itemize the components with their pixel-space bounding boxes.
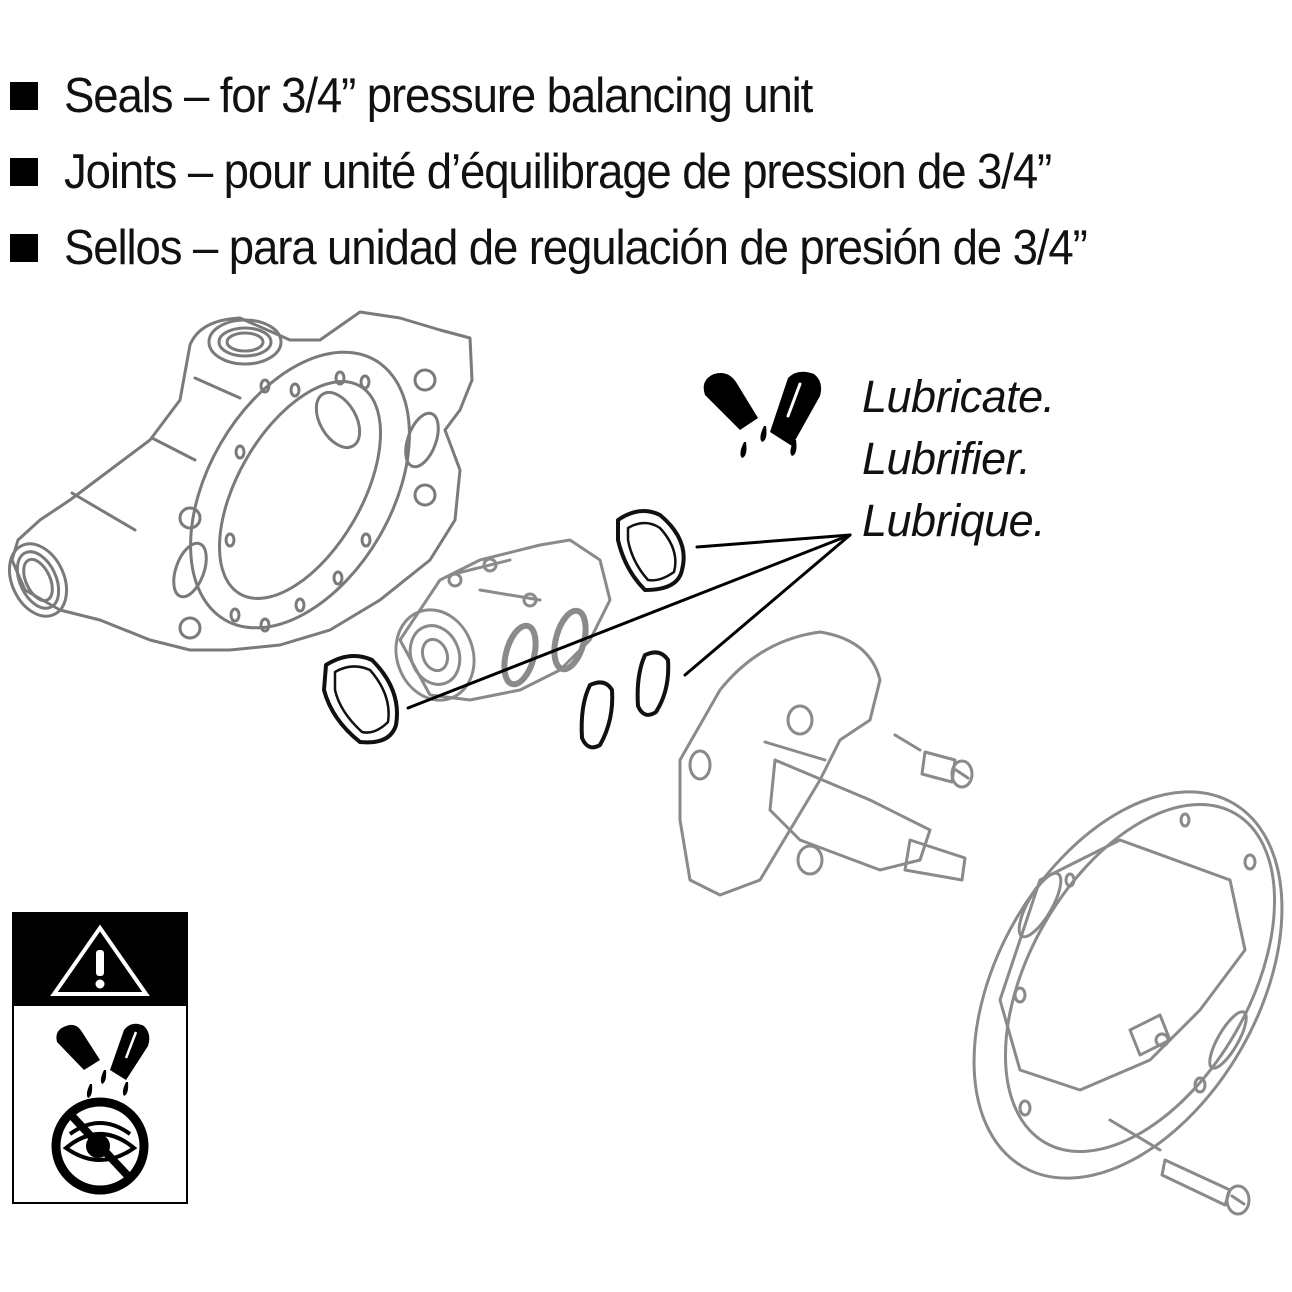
lubricant-capsule-icon xyxy=(703,371,822,458)
lubricate-label-fr: Lubrifier. xyxy=(862,433,1031,484)
instruction-text: Joints – pour unité d’équilibrage de pre… xyxy=(64,145,1052,199)
instruction-text: Seals – for 3/4” pressure balancing unit xyxy=(64,69,813,123)
instruction-item-fr: Joints – pour unité d’équilibrage de pre… xyxy=(10,134,1164,210)
retaining-screw xyxy=(893,733,974,789)
stop-ring-assembly xyxy=(678,630,967,897)
lubricant-capsule-icon xyxy=(56,1023,150,1098)
instruction-list: Seals – for 3/4” pressure balancing unit… xyxy=(10,58,1164,286)
bullet-square-icon xyxy=(10,234,38,262)
long-mounting-screw xyxy=(1108,1118,1251,1216)
warning-header xyxy=(14,914,186,1006)
pressure-balancing-cartridge xyxy=(394,538,612,702)
lubricate-label-en: Lubricate. xyxy=(862,371,1055,422)
valve-body xyxy=(7,310,474,652)
small-seal-right xyxy=(635,650,671,717)
bullet-square-icon xyxy=(10,158,38,186)
instruction-item-es: Sellos – para unidad de regulación de pr… xyxy=(10,210,1164,286)
large-seal-upper xyxy=(616,509,686,592)
no-eye-contact-icon xyxy=(51,1097,149,1195)
lubricate-label-es: Lubrique. xyxy=(862,495,1046,546)
instruction-item-en: Seals – for 3/4” pressure balancing unit xyxy=(10,58,1164,134)
leader-lines xyxy=(406,533,852,710)
escutcheon-plate xyxy=(972,790,1284,1180)
large-seal-lower xyxy=(322,654,399,745)
instruction-text: Sellos – para unidad de regulación de pr… xyxy=(64,221,1088,275)
bullet-square-icon xyxy=(10,82,38,110)
small-seal-left xyxy=(579,680,615,750)
warning-icons xyxy=(51,1023,150,1195)
warning-triangle-icon xyxy=(50,924,150,996)
warning-panel xyxy=(12,912,188,1204)
lubricate-callout: Lubricate. Lubrifier. Lubrique. xyxy=(862,366,1055,552)
